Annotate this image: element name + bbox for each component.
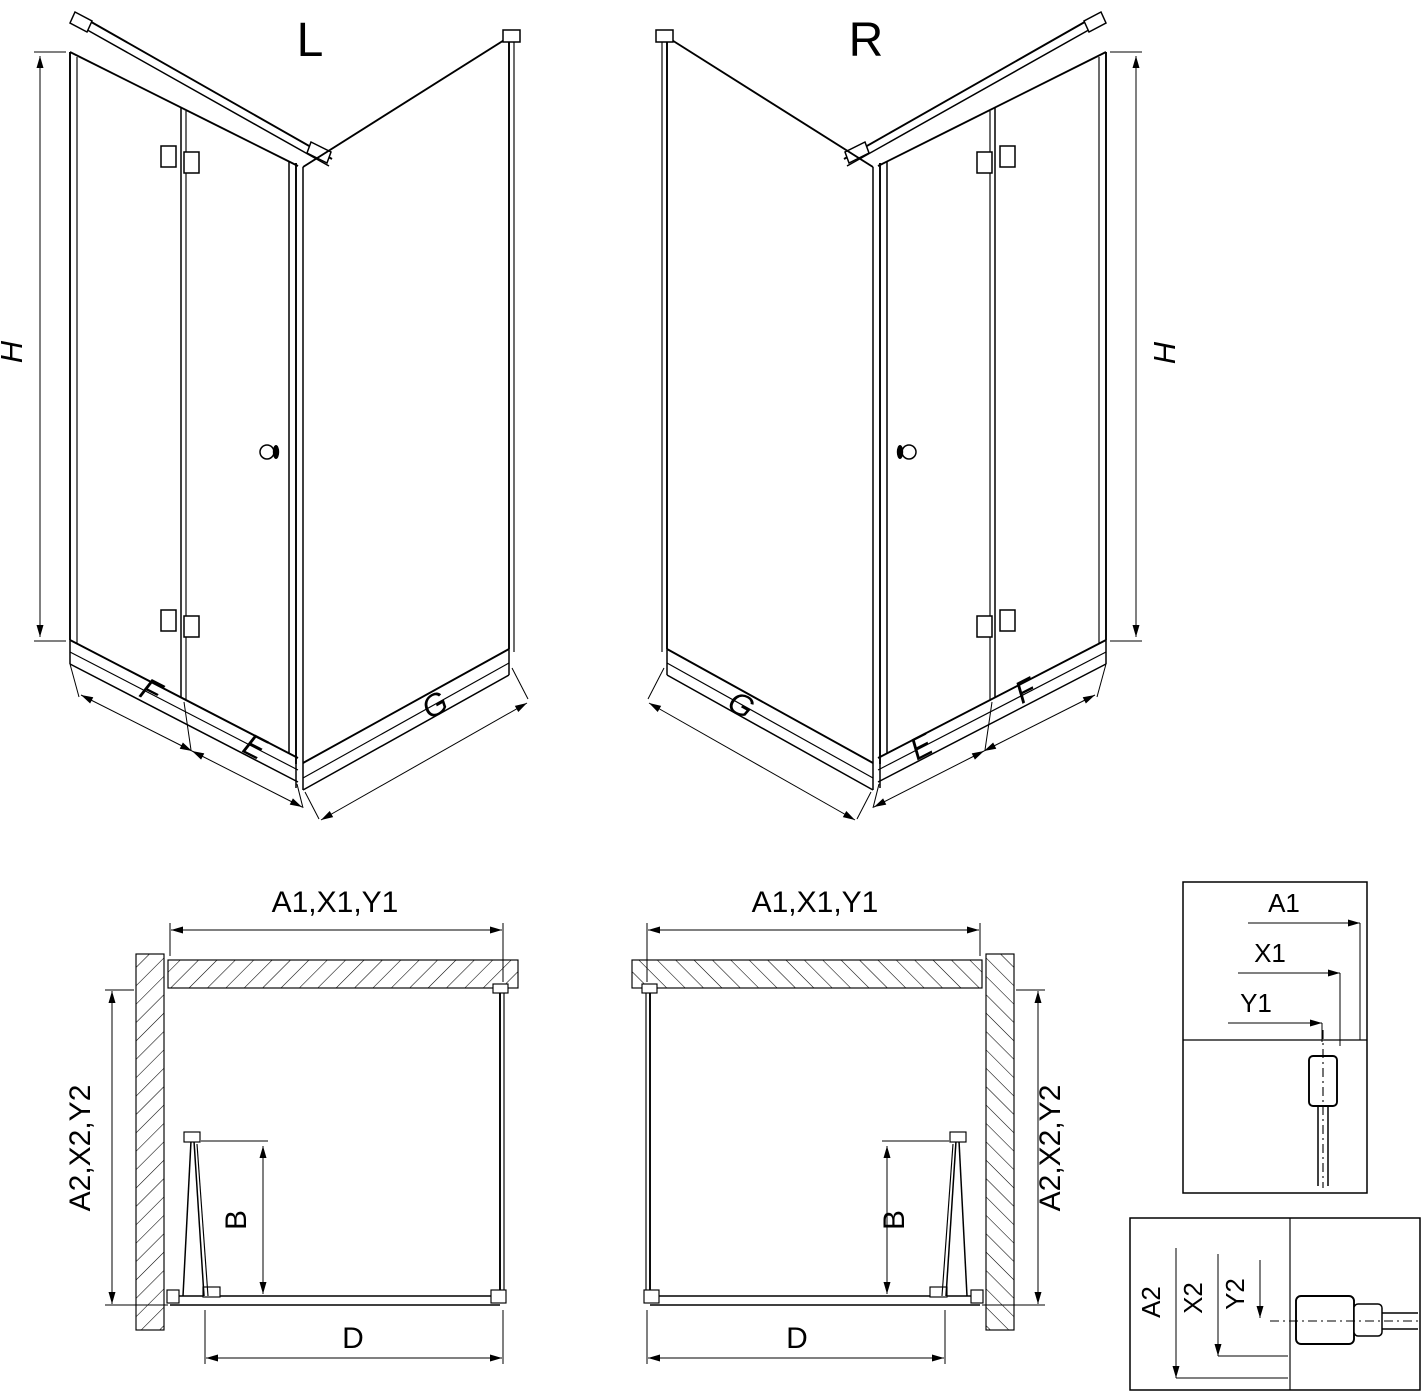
dim-label-x1-detail: X1 bbox=[1254, 938, 1286, 968]
dim-label-b-right: B bbox=[878, 1210, 911, 1230]
dim-label-x2-detail: X2 bbox=[1178, 1282, 1208, 1314]
glass-clamp-profile-bottom bbox=[1295, 1295, 1355, 1345]
view-title-right: R bbox=[849, 14, 884, 67]
dim-label-g-right: G bbox=[722, 684, 760, 726]
dim-label-h-right: H bbox=[1147, 341, 1182, 364]
dim-label-a2x2y2-left: A2,X2,Y2 bbox=[64, 1085, 97, 1212]
dim-label-a1x1y1-left: A1,X1,Y1 bbox=[272, 886, 399, 919]
view-title-left: L bbox=[297, 14, 324, 67]
dim-label-a1x1y1-right: A1,X1,Y1 bbox=[752, 886, 879, 919]
dim-label-a2x2y2-right: A2,X2,Y2 bbox=[1034, 1085, 1067, 1212]
detail-view-top: A1 X1 Y1 bbox=[1182, 881, 1368, 1194]
dim-label-h-left: H bbox=[0, 340, 29, 363]
dim-label-b-left: B bbox=[220, 1210, 253, 1230]
dim-label-d-right: D bbox=[786, 1322, 808, 1355]
dim-label-e-left: E bbox=[238, 726, 273, 767]
dim-label-y1-detail: Y1 bbox=[1240, 988, 1272, 1018]
iso-view-left: L H F E G bbox=[0, 12, 528, 820]
iso-view-right: R H F E G bbox=[648, 12, 1182, 820]
dim-label-a2-detail: A2 bbox=[1136, 1286, 1166, 1318]
dim-label-e-right: E bbox=[904, 726, 939, 767]
detail-view-bottom: A2 X2 Y2 bbox=[1129, 1217, 1421, 1391]
dim-label-d-left: D bbox=[342, 1322, 364, 1355]
dim-label-y2-detail: Y2 bbox=[1220, 1278, 1250, 1310]
clamp-inner-block bbox=[1353, 1303, 1383, 1337]
plan-view-left: A1,X1,Y1 A2,X2,Y2 B D bbox=[64, 886, 518, 1364]
dim-label-a1-detail: A1 bbox=[1268, 888, 1300, 918]
dim-label-g-left: G bbox=[416, 684, 454, 726]
plan-view-right: A1,X1,Y1 A2,X2,Y2 B D bbox=[632, 886, 1067, 1364]
